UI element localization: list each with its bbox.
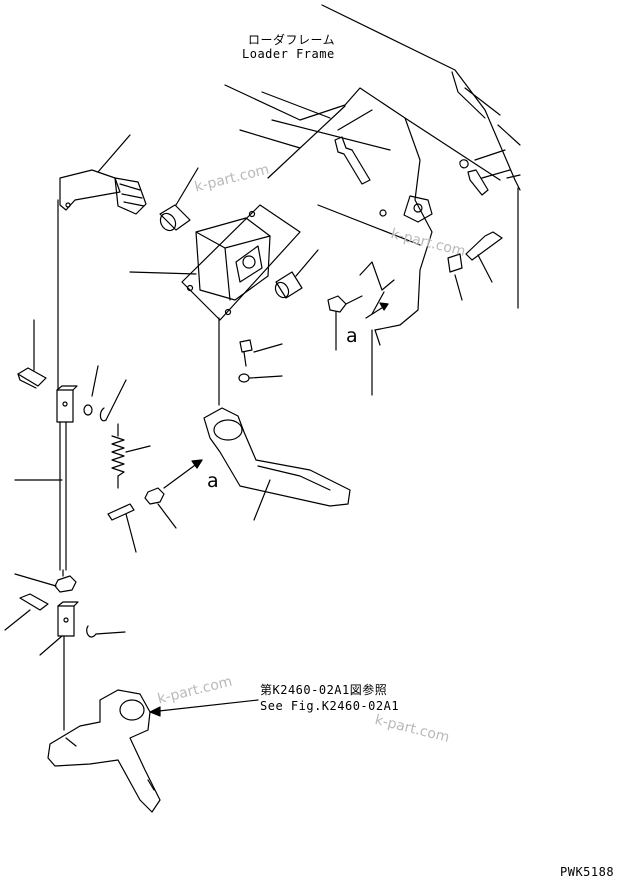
washer-and-cotter-upper	[83, 365, 127, 422]
frame-label-jp: ローダフレーム	[248, 33, 336, 47]
view-marker-lower: a	[207, 470, 219, 492]
frame-bolt-left	[334, 109, 373, 185]
clevis-lower	[57, 601, 79, 637]
clevis-pin-lower	[4, 593, 49, 631]
frame-bolt-right	[459, 149, 511, 196]
clevis-upper	[56, 385, 78, 423]
loader-frame	[224, 4, 521, 396]
upper-lever	[59, 134, 147, 215]
frame-label-en: Loader Frame	[242, 47, 335, 61]
pedal-bracket	[129, 204, 301, 321]
ref-label-jp: 第K2460-02A1図参照	[260, 683, 388, 697]
cotter-lower	[39, 625, 126, 656]
spring-nut	[144, 487, 177, 529]
ref-label-en: See Fig.K2460-02A1	[260, 699, 400, 713]
lower-arm	[47, 635, 161, 813]
view-marker-upper: a	[346, 325, 358, 347]
return-spring	[111, 423, 151, 489]
pedal-lever	[203, 407, 351, 521]
drawing-code: PWK5188	[560, 865, 615, 879]
stopper-washer	[238, 373, 283, 383]
spring-bolt	[107, 503, 137, 553]
bushing-upper	[159, 167, 199, 232]
pin-and-clip-group	[327, 261, 395, 351]
arrow-view-a-lower	[163, 459, 203, 489]
bushing-lower	[274, 249, 319, 299]
arrow-see-fig	[149, 699, 259, 717]
frame-bolt-lower	[447, 231, 503, 301]
rod-nut	[14, 573, 77, 593]
arrow-view-a-upper	[365, 302, 389, 319]
control-rod	[14, 199, 220, 577]
clevis-pin-upper	[17, 319, 47, 389]
stopper-bolt	[239, 339, 283, 367]
